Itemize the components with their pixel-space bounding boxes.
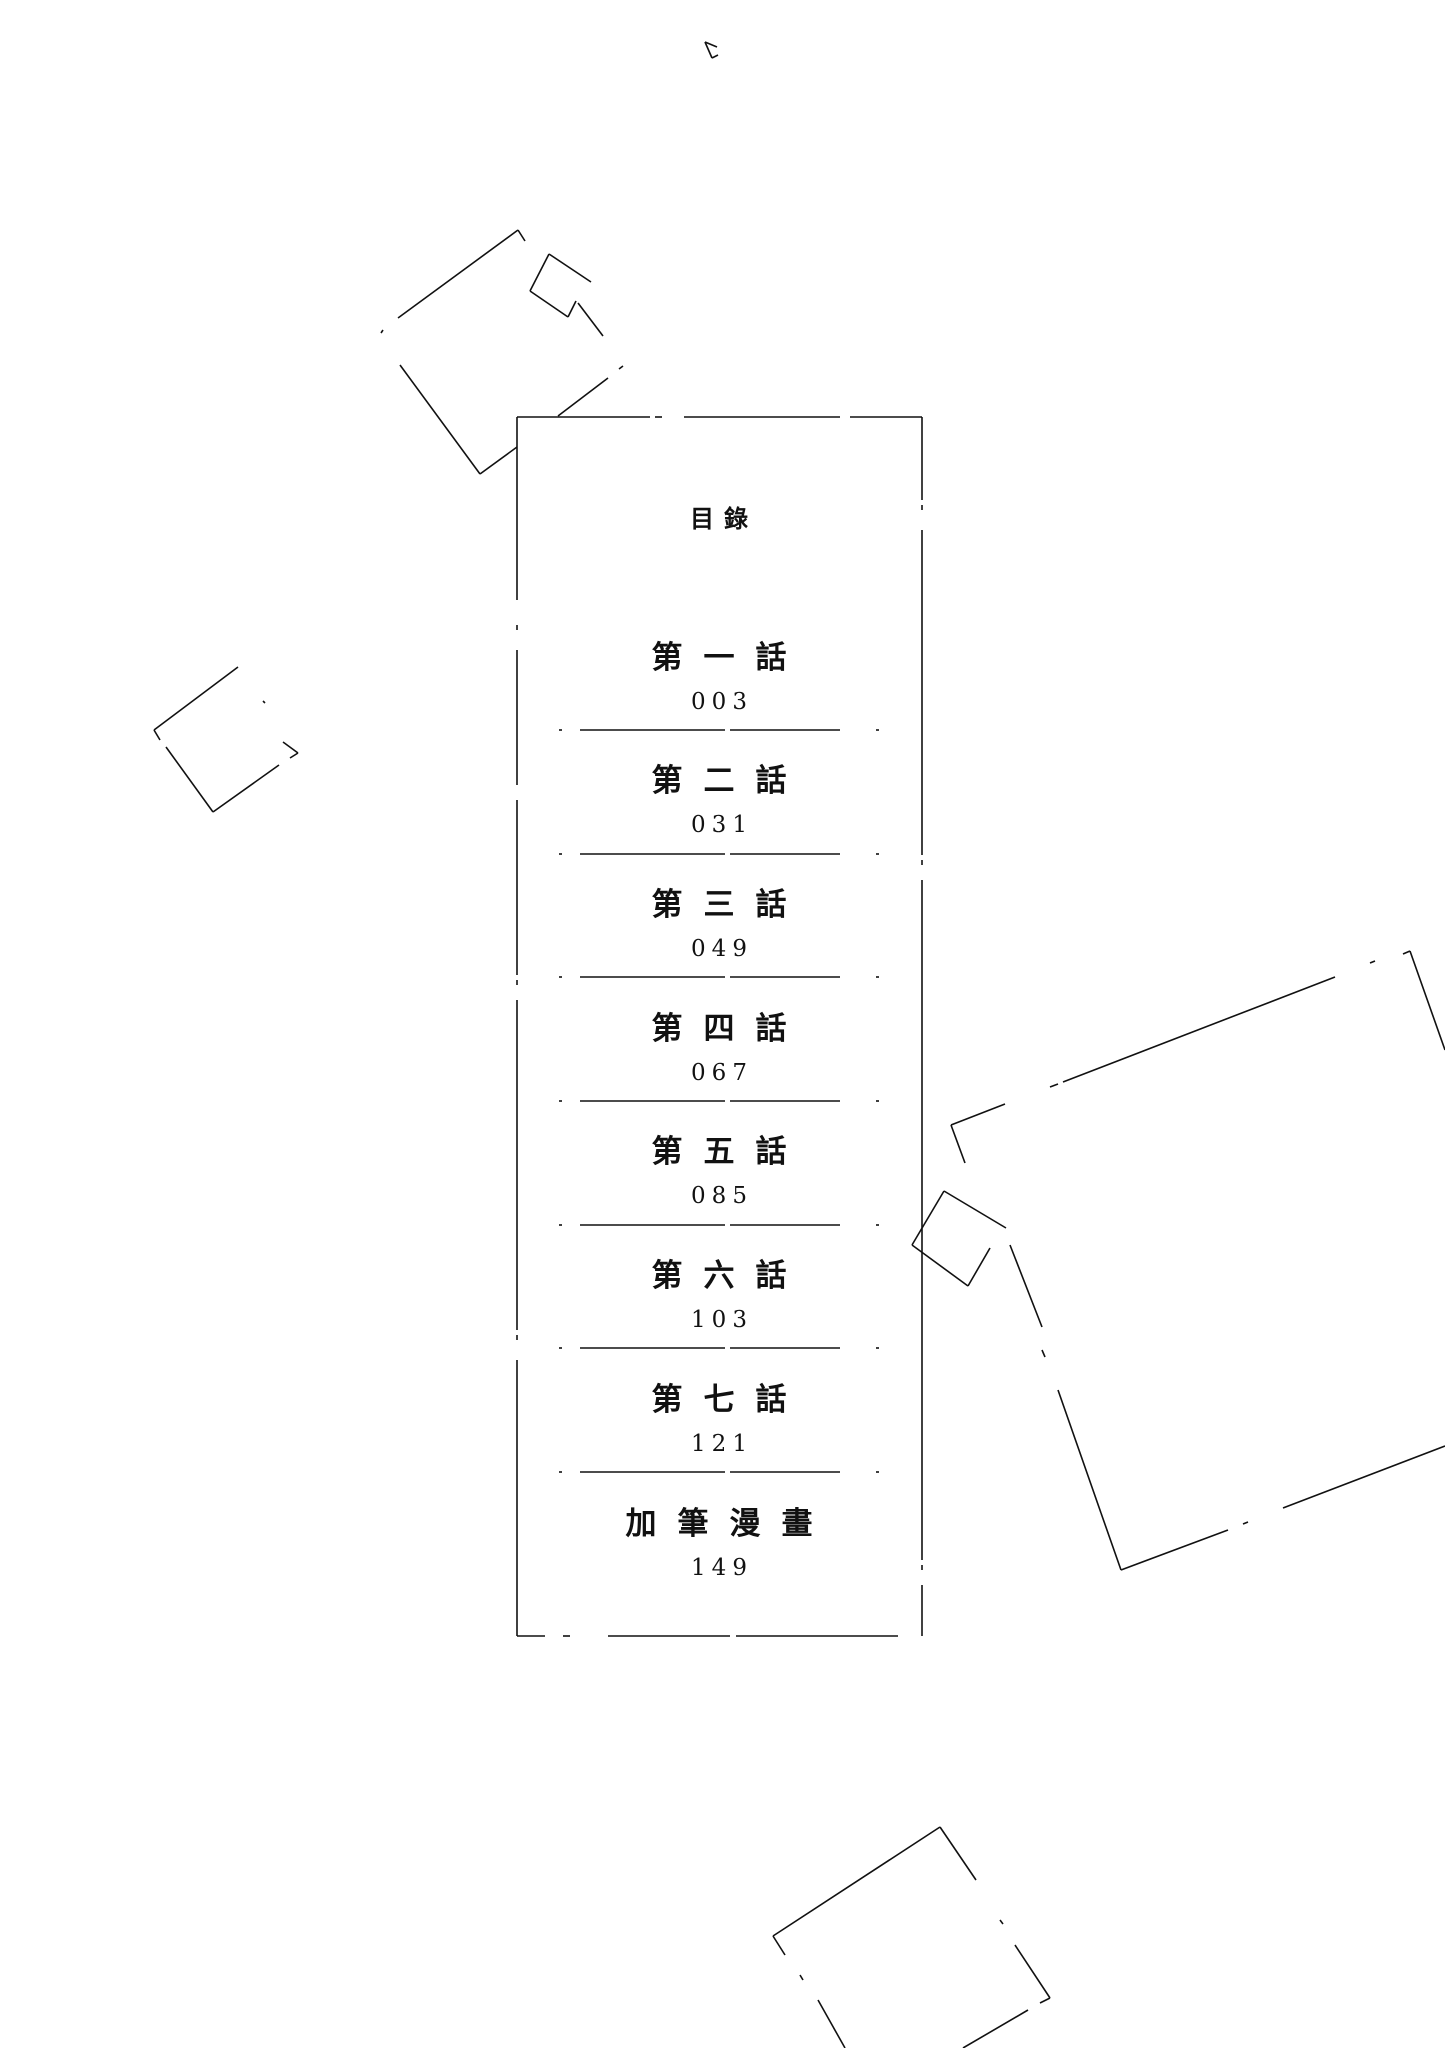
chapter-title: 第二話 (651, 763, 808, 799)
chapter-title: 第六話 (651, 1258, 808, 1294)
chapter-page-number: 121 (691, 1431, 753, 1457)
toc-entry[interactable]: 第七話 121 (516, 1349, 922, 1473)
toc-entry[interactable]: 第一話 003 (516, 607, 922, 731)
toc-entry[interactable]: 加筆漫畫 149 (516, 1473, 922, 1597)
chapter-title: 第七話 (651, 1382, 808, 1418)
entry-separators (559, 729, 879, 1473)
chapter-page-number: 067 (691, 1060, 753, 1086)
chapter-page-number: 049 (691, 936, 753, 962)
square-upper-left (380, 229, 624, 475)
toc-entry[interactable]: 第二話 031 (516, 730, 922, 854)
chapter-title: 第一話 (651, 640, 808, 676)
chapter-page-number: 085 (691, 1183, 753, 1209)
toc-entry[interactable]: 第五話 085 (516, 1101, 922, 1225)
tiny-square-top (704, 41, 719, 59)
chapter-title: 第三話 (651, 887, 808, 923)
toc-entry[interactable]: 第三話 049 (516, 854, 922, 978)
chapter-title: 第五話 (651, 1134, 808, 1170)
chapter-page-number: 103 (691, 1307, 753, 1333)
toc-entry[interactable]: 第四話 067 (516, 978, 922, 1102)
square-bottom (772, 1826, 1051, 2048)
chapter-page-number: 003 (691, 689, 753, 715)
chapter-page-number: 031 (691, 812, 753, 838)
toc-entry[interactable]: 第六話 103 (516, 1225, 922, 1349)
square-right (911, 950, 1445, 1571)
chapter-page-number: 149 (691, 1555, 753, 1581)
toc-title: 目錄 (690, 505, 758, 533)
square-left (153, 666, 299, 813)
chapter-title: 第四話 (651, 1011, 808, 1047)
chapter-title: 加筆漫畫 (625, 1506, 834, 1542)
table-of-contents: 目錄 第一話 003 第二話 031 第三話 049 第四話 067 第五話 0… (516, 417, 922, 1635)
